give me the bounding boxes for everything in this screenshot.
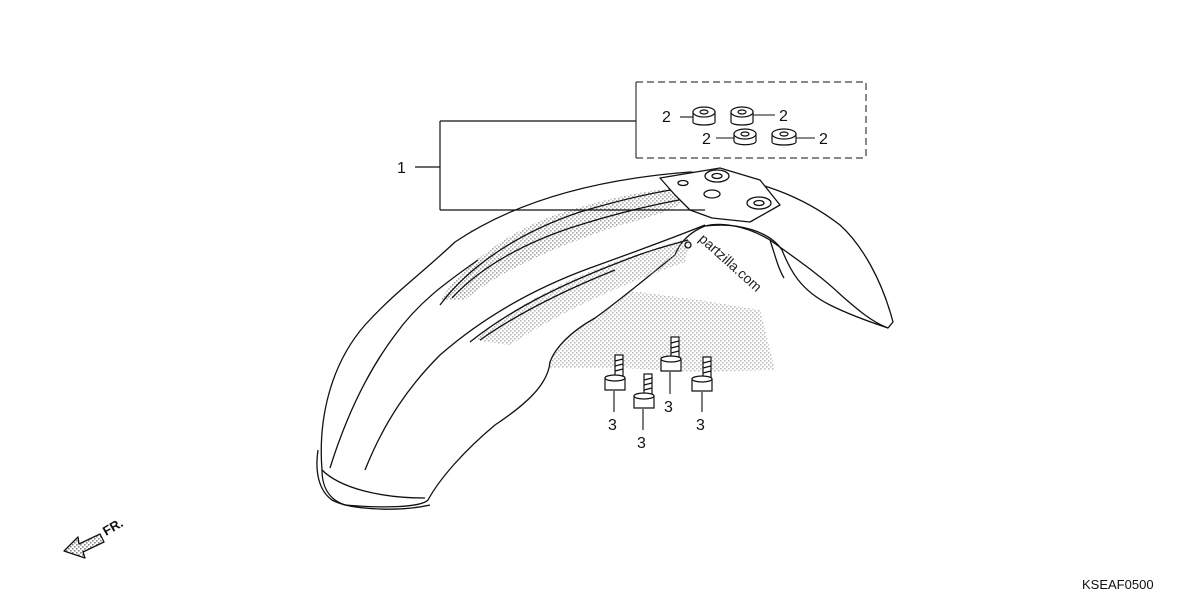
callout-3-label[interactable]: 3	[608, 417, 617, 434]
nut-icon[interactable]	[692, 106, 716, 126]
subassembly-box	[635, 81, 867, 159]
callout-2-label[interactable]: 2	[779, 108, 788, 125]
callout-3-label[interactable]: 3	[664, 399, 673, 416]
bolt-icon[interactable]	[633, 373, 655, 409]
diagram-code: KSEAF0500	[1082, 577, 1154, 592]
callout-1-label[interactable]: 1	[397, 160, 406, 177]
callout-3-label[interactable]: 3	[696, 417, 705, 434]
callout-1-leader	[415, 120, 705, 211]
front-fender[interactable]	[316, 167, 894, 510]
callout-3-label[interactable]: 3	[637, 435, 646, 452]
callout-2-label[interactable]: 2	[702, 131, 711, 148]
front-arrow-icon	[63, 533, 105, 559]
watermark-text: partzilla.com	[696, 230, 765, 294]
nut-icon[interactable]	[730, 106, 754, 126]
bolt-icon[interactable]	[691, 356, 713, 392]
bolt-icon[interactable]	[604, 354, 626, 391]
nut-icon[interactable]	[733, 128, 757, 146]
callout-2-label[interactable]: 2	[662, 109, 671, 126]
front-direction-label: FR.	[100, 515, 126, 538]
nut-leaders	[680, 114, 815, 139]
nut-icon[interactable]	[771, 128, 797, 146]
bolt-icon[interactable]	[660, 336, 682, 372]
bolt-leaders	[613, 372, 703, 430]
callout-2-label[interactable]: 2	[819, 131, 828, 148]
